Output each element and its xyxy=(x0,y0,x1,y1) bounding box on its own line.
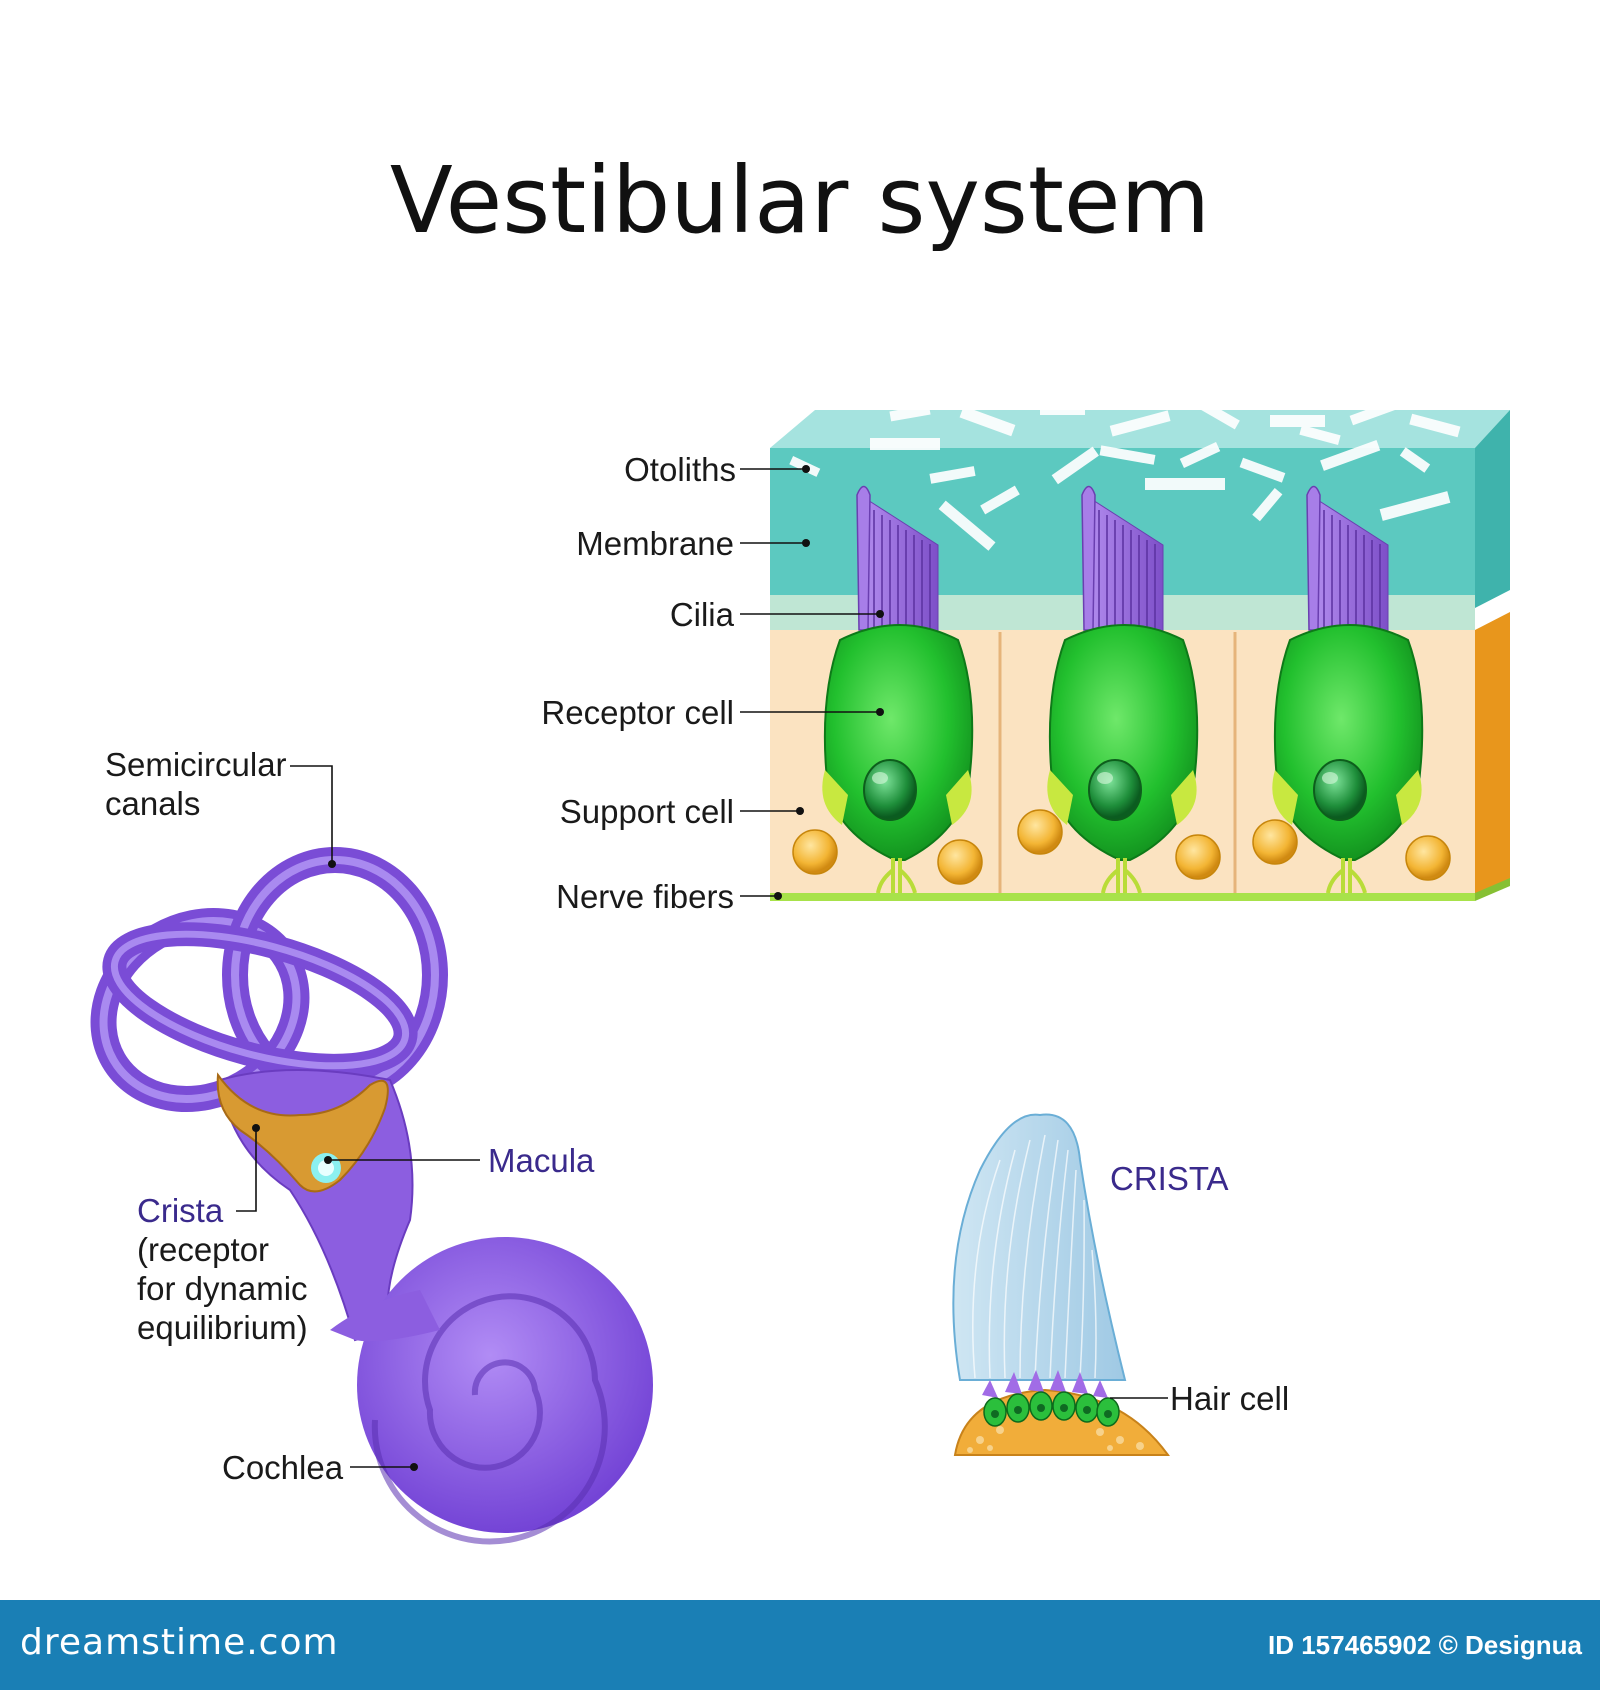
label-crista-desc-3: equilibrium) xyxy=(137,1309,308,1346)
label-crista-heading: CRISTA xyxy=(1110,1160,1229,1197)
footer-brand[interactable]: dreamstime.com xyxy=(20,1622,339,1663)
footer-bar: dreamstime.com ID 157465902 © Designua xyxy=(0,1600,1600,1690)
receptor-cell xyxy=(1272,485,1424,894)
label-macula: Macula xyxy=(488,1142,595,1179)
crista-illustration xyxy=(952,1113,1170,1456)
macula-leaders xyxy=(740,465,884,900)
label-receptor-cell: Receptor cell xyxy=(541,694,734,731)
label-crista: Crista xyxy=(137,1192,224,1229)
label-membrane: Membrane xyxy=(576,525,734,562)
label-cochlea: Cochlea xyxy=(222,1449,344,1486)
label-crista-desc-2: for dynamic xyxy=(137,1270,308,1307)
label-crista-desc-1: (receptor xyxy=(137,1231,269,1268)
receptor-cell xyxy=(822,485,974,894)
label-support-cell: Support cell xyxy=(560,793,734,830)
receptor-cell xyxy=(1047,485,1199,894)
nerve-fiber-base xyxy=(770,893,1475,901)
page-title: Vestibular system xyxy=(390,147,1210,254)
footer-image-id: ID 157465902 © Designua xyxy=(1268,1630,1582,1660)
label-nerve-fibers: Nerve fibers xyxy=(556,878,734,915)
label-hair-cell: Hair cell xyxy=(1170,1380,1289,1417)
macula-block xyxy=(770,400,1510,901)
inner-ear xyxy=(90,847,653,1545)
label-otoliths: Otoliths xyxy=(624,451,736,488)
label-cilia: Cilia xyxy=(670,596,735,633)
label-semicircular: Semicircular xyxy=(105,746,287,783)
ear-leaders xyxy=(236,765,480,1471)
cochlea-shape xyxy=(357,1237,653,1533)
label-canals: canals xyxy=(105,785,200,822)
